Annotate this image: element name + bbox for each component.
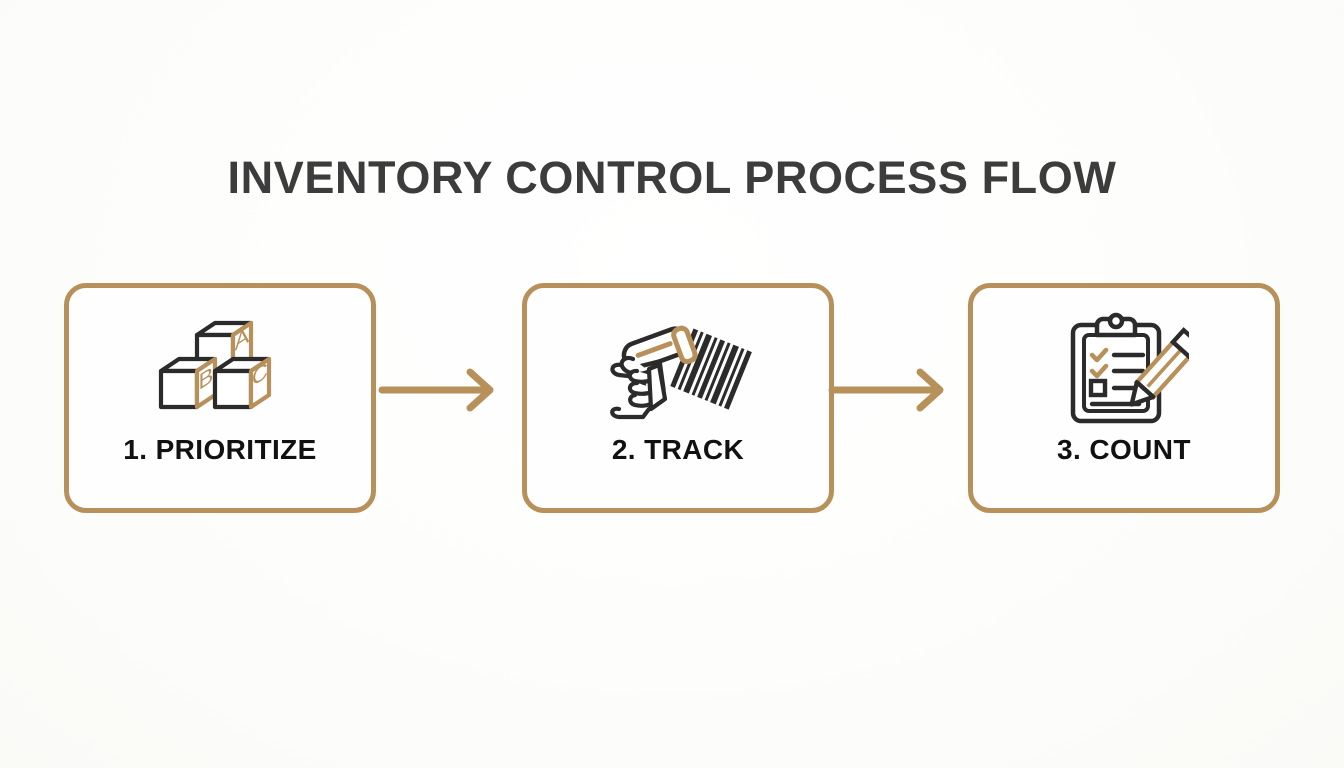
abc-blocks-icon: A B C xyxy=(69,310,371,428)
checkmark-icon xyxy=(1089,363,1109,379)
checkbox-empty-icon xyxy=(1088,378,1108,398)
step-label: 2. TRACK xyxy=(611,434,745,465)
block-letter-a: A xyxy=(235,322,250,357)
barcode-scanner-hand-icon xyxy=(527,310,829,428)
step-label: 1. PRIORITIZE xyxy=(123,434,317,465)
step-card-prioritize[interactable]: A B C 1. PRIORITIZE xyxy=(64,283,376,513)
step-card-track[interactable]: 2. TRACK xyxy=(522,283,834,513)
barcode-stripes xyxy=(670,328,752,410)
checkmark-icon xyxy=(1089,347,1109,363)
step-label: 3. COUNT xyxy=(1057,434,1191,465)
block-letter-b: B xyxy=(199,362,214,396)
block-letter-c: C xyxy=(252,357,268,392)
pencil-icon xyxy=(1129,327,1189,407)
page-title: INVENTORY CONTROL PROCESS FLOW xyxy=(227,152,1117,203)
clipboard-checklist-pencil-icon xyxy=(973,310,1275,428)
arrow-right-icon xyxy=(378,368,494,412)
arrow-right-icon xyxy=(828,368,944,412)
step-card-count[interactable]: 3. COUNT xyxy=(968,283,1280,513)
